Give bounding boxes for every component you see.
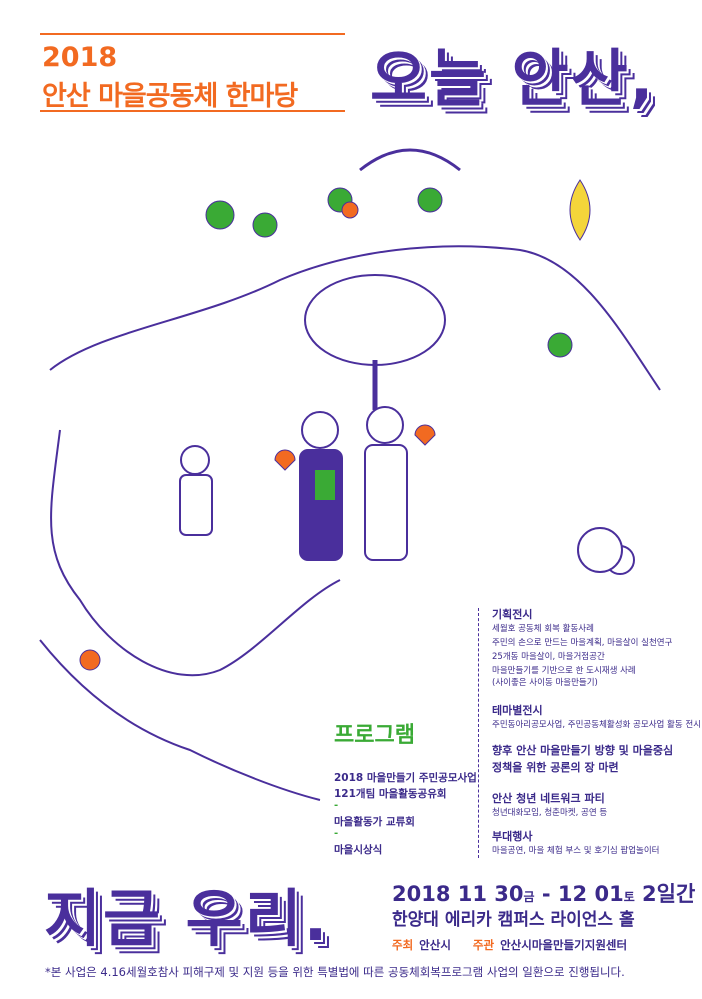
exhibit-line: 주민동아리공모사업, 주민공동체활성화 공모사업 활동 전시: [492, 720, 702, 730]
day-start: 금: [523, 890, 535, 904]
exhibit-line: 마을만들기를 기반으로 한 도시재생 사례: [492, 666, 636, 676]
host-label: 주최: [392, 938, 414, 952]
bottom-rule: [40, 110, 345, 112]
date-end: - 12 01: [534, 882, 624, 906]
program-separator: -: [334, 800, 339, 811]
organizers: 주최 안산시 주관 안산시마을만들기지원센터: [392, 937, 627, 953]
slogan: 지금 우리.: [44, 882, 330, 955]
top-rule: [40, 33, 345, 35]
program-separator: -: [334, 828, 339, 839]
organizer: 안산시마을만들기지원센터: [500, 938, 628, 952]
footnote: *본 사업은 4.16세월호참사 피해구제 및 지원 등을 위한 특별법에 따른…: [45, 965, 625, 979]
host: 안산시: [419, 938, 451, 952]
program-title: 프로그램: [334, 723, 415, 748]
event-date: 2018 11 30금 - 12 01토 2일간: [392, 878, 695, 908]
headline: 오늘 안산,: [370, 42, 656, 115]
day-end: 토: [623, 890, 635, 904]
program-item: 121개팀 마을활동공유회: [334, 788, 447, 800]
program-item: 2018 마을만들기 주민공모사업: [334, 772, 477, 784]
program-item: 마을시상식: [334, 844, 383, 856]
village-illustration: [39, 148, 661, 801]
date-start: 2018 11 30: [392, 882, 524, 906]
exhibit-line: 청년대화모임, 청춘마켓, 공연 등: [492, 808, 608, 818]
dashed-divider: [478, 608, 479, 858]
exhibit-line: 주민의 손으로 만드는 마을계획, 마을살이 실천연구: [492, 638, 673, 648]
duration: 2일간: [634, 882, 696, 906]
exhibit-line: 25개동 마을살이, 마을거점공간: [492, 652, 605, 662]
event-year: 2018: [42, 42, 118, 73]
exhibit-line: 세월호 공동체 회복 활동사례: [492, 624, 594, 634]
exhibit-title: 기획전시: [492, 608, 533, 621]
exhibit-line: 마을공연, 마을 체험 부스 및 호기심 팝업놀이터: [492, 846, 660, 856]
exhibit-title: 안산 청년 네트워크 파티: [492, 792, 605, 805]
program-item: 마을활동가 교류회: [334, 816, 415, 828]
exhibit-title: 부대행사: [492, 830, 533, 843]
event-title: 안산 마을공동체 한마당: [42, 81, 298, 112]
exhibit-line: (사이좋은 사이동 마을만들기): [492, 678, 598, 688]
organizer-label: 주관: [472, 938, 495, 952]
exhibit-title: 향후 안산 마을만들기 방향 및 마을중심정책을 위한 공론의 장 마련: [492, 744, 674, 774]
exhibit-title: 테마별전시: [492, 704, 543, 717]
venue: 한양대 에리카 캠퍼스 라이언스 홀: [392, 910, 635, 930]
